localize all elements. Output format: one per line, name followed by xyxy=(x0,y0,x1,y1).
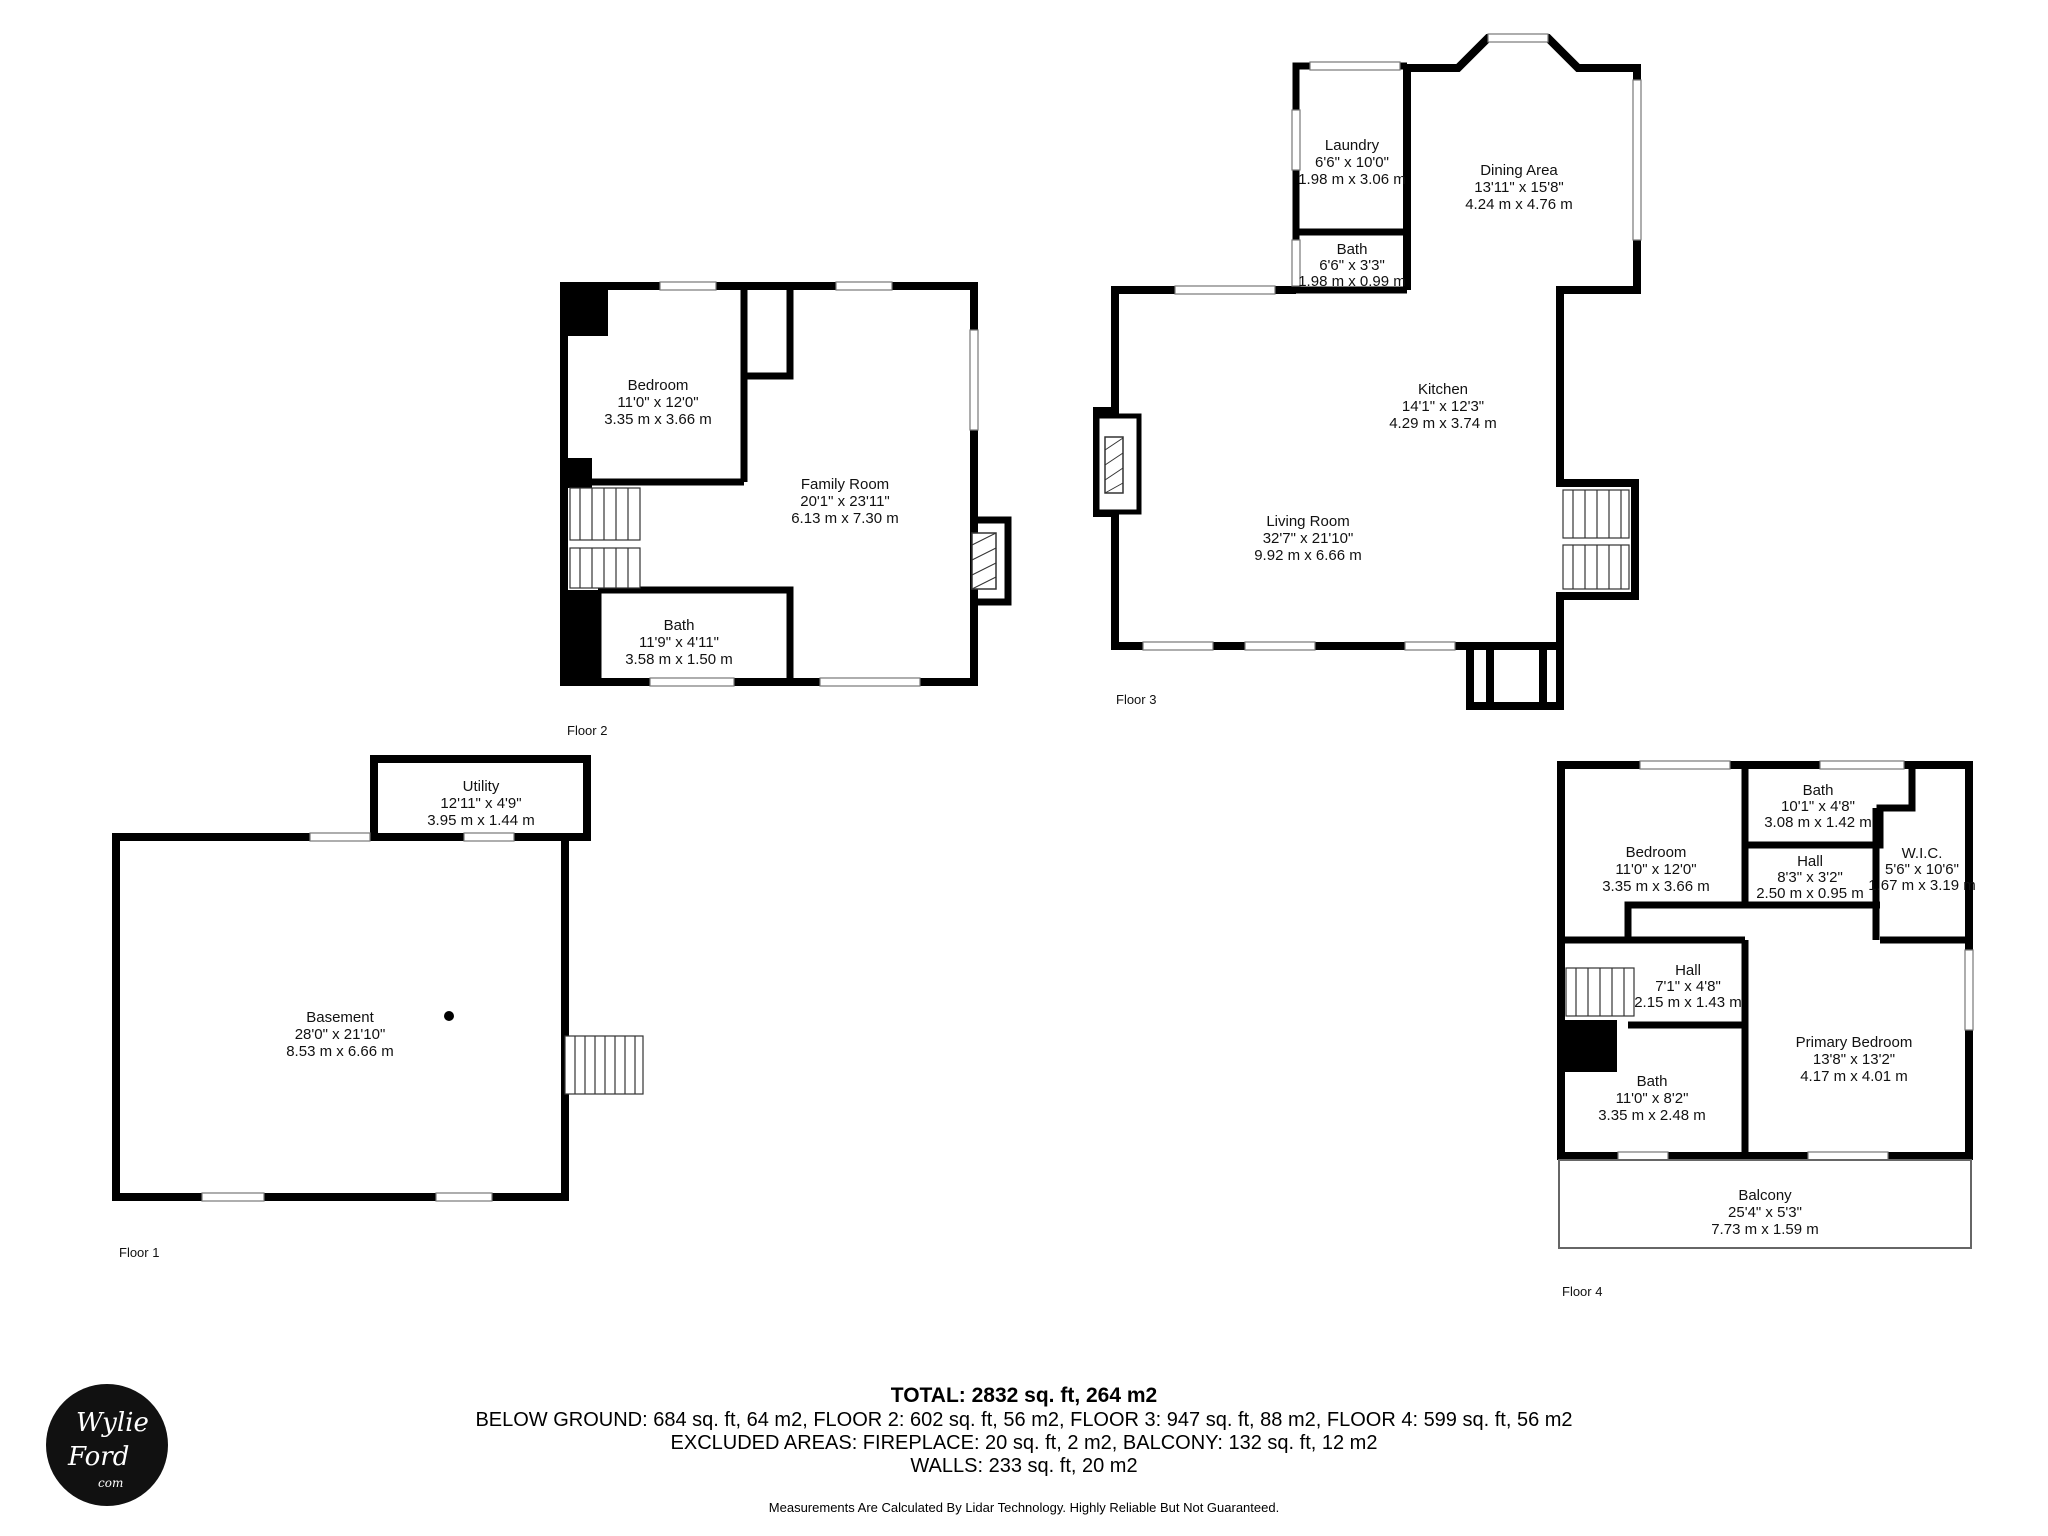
floor-2-label: Floor 2 xyxy=(567,723,607,738)
utility-name: Utility xyxy=(463,778,500,795)
floor-3-bath-metric: 1.98 m x 0.99 m xyxy=(1298,273,1406,290)
floor-4-label: Floor 4 xyxy=(1562,1284,1602,1299)
floor-4: Bath 10'1" x 4'8" 3.08 m x 1.42 m Bedroo… xyxy=(1557,760,1976,1299)
floor-1: Utility 12'11" x 4'9" 3.95 m x 1.44 m Ba… xyxy=(112,755,644,1260)
wic-metric: 1.67 m x 3.19 m xyxy=(1868,877,1976,894)
floor-4-bedroom-metric: 3.35 m x 3.66 m xyxy=(1602,878,1710,895)
floor-3: Laundry 6'6" x 10'0" 1.98 m x 3.06 m Din… xyxy=(1093,33,1642,710)
total-area: TOTAL: 2832 sq. ft, 264 m2 xyxy=(890,1384,1158,1407)
balcony-imperial: 25'4" x 5'3" xyxy=(1728,1204,1802,1221)
dining-area-name: Dining Area xyxy=(1480,162,1558,179)
primary-bedroom-metric: 4.17 m x 4.01 m xyxy=(1800,1068,1908,1085)
floor-3-stairs xyxy=(1562,489,1630,590)
wic-imperial: 5'6" x 10'6" xyxy=(1885,861,1959,878)
kitchen-imperial: 14'1" x 12'3" xyxy=(1402,398,1484,415)
basement-name: Basement xyxy=(306,1009,374,1026)
family-room-metric: 6.13 m x 7.30 m xyxy=(791,510,899,527)
floor-4-bedroom-imperial: 11'0" x 12'0" xyxy=(1615,861,1696,878)
dining-area-metric: 4.24 m x 4.76 m xyxy=(1465,196,1573,213)
area-breakdown-line-3: WALLS: 233 sq. ft, 20 m2 xyxy=(910,1455,1138,1477)
area-breakdown-line-2: EXCLUDED AREAS: FIREPLACE: 20 sq. ft, 2 … xyxy=(670,1432,1378,1454)
utility-imperial: 12'11" x 4'9" xyxy=(440,795,521,812)
floor-2-bedroom-imperial: 11'0" x 12'0" xyxy=(617,394,698,411)
floor-4-lower-bath-name: Bath xyxy=(1637,1073,1668,1090)
primary-bedroom-name: Primary Bedroom xyxy=(1796,1034,1913,1051)
floor-2-stairs xyxy=(569,487,641,589)
balcony-outline xyxy=(1558,1159,1972,1249)
floor-4-hall-lower-imperial: 7'1" x 4'8" xyxy=(1655,978,1721,995)
floor-2-bedroom-metric: 3.35 m x 3.66 m xyxy=(604,411,712,428)
brand-logo: Wylie Ford com xyxy=(46,1384,168,1506)
floor-3-bath-name: Bath xyxy=(1337,241,1368,258)
living-room-imperial: 32'7" x 21'10" xyxy=(1263,530,1354,547)
floor-4-hall-upper-imperial: 8'3" x 3'2" xyxy=(1777,869,1843,886)
floor-drain-marker xyxy=(444,1011,454,1021)
floor-4-lower-bath-imperial: 11'0" x 8'2" xyxy=(1616,1090,1689,1107)
floor-2-bedroom-name: Bedroom xyxy=(628,377,689,394)
basement-imperial: 28'0" x 21'10" xyxy=(295,1026,386,1043)
living-room-walls xyxy=(1093,286,1470,650)
floor-4-upper-bath-imperial: 10'1" x 4'8" xyxy=(1781,798,1855,815)
floor-4-hall-upper-name: Hall xyxy=(1797,853,1823,870)
floor-2-bath-imperial: 11'9" x 4'11" xyxy=(639,634,719,651)
balcony-name: Balcony xyxy=(1738,1187,1792,1204)
logo-text-line3: com xyxy=(98,1476,124,1490)
floor-2-bath-metric: 3.58 m x 1.50 m xyxy=(625,651,733,668)
floor-3-bath-imperial: 6'6" x 3'3" xyxy=(1319,257,1385,274)
logo-text-line2: Ford xyxy=(68,1442,130,1472)
floor-4-hall-lower-name: Hall xyxy=(1675,962,1701,979)
floor-4-hall-lower-metric: 2.15 m x 1.43 m xyxy=(1634,994,1742,1011)
dining-area-walls xyxy=(1403,34,1641,710)
measurement-disclaimer: Measurements Are Calculated By Lidar Tec… xyxy=(768,1500,1280,1515)
floor-4-lower-bath-metric: 3.35 m x 2.48 m xyxy=(1598,1107,1706,1124)
family-room-name: Family Room xyxy=(801,476,889,493)
floor-2-bath-name: Bath xyxy=(664,617,695,634)
laundry-imperial: 6'6" x 10'0" xyxy=(1315,154,1389,171)
primary-bedroom-imperial: 13'8" x 13'2" xyxy=(1813,1051,1895,1068)
logo-text-line1: Wylie xyxy=(76,1408,149,1438)
balcony-metric: 7.73 m x 1.59 m xyxy=(1711,1221,1819,1238)
floor-3-label: Floor 3 xyxy=(1116,692,1156,707)
laundry-metric: 1.98 m x 3.06 m xyxy=(1298,171,1406,188)
kitchen-metric: 4.29 m x 3.74 m xyxy=(1389,415,1497,432)
family-room-imperial: 20'1" x 23'11" xyxy=(800,493,890,510)
floor-4-bedroom-name: Bedroom xyxy=(1626,844,1687,861)
utility-metric: 3.95 m x 1.44 m xyxy=(427,812,535,829)
floor-4-hall-upper-metric: 2.50 m x 0.95 m xyxy=(1756,885,1864,902)
floor-1-label: Floor 1 xyxy=(119,1245,159,1260)
laundry-name: Laundry xyxy=(1325,137,1380,154)
living-room-name: Living Room xyxy=(1266,513,1349,530)
living-room-metric: 9.92 m x 6.66 m xyxy=(1254,547,1362,564)
floor-4-upper-bath-metric: 3.08 m x 1.42 m xyxy=(1764,814,1872,831)
wic-name: W.I.C. xyxy=(1902,845,1943,862)
floor-4-upper-bath-name: Bath xyxy=(1803,782,1834,799)
floor-2: Bedroom 11'0" x 12'0" 3.35 m x 3.66 m Fa… xyxy=(560,281,1012,738)
kitchen-name: Kitchen xyxy=(1418,381,1468,398)
basement-metric: 8.53 m x 6.66 m xyxy=(286,1043,394,1060)
floor-4-stairs xyxy=(1565,967,1635,1017)
basement-stairs xyxy=(564,1035,644,1095)
area-breakdown-line-1: BELOW GROUND: 684 sq. ft, 64 m2, FLOOR 2… xyxy=(475,1409,1573,1431)
dining-area-imperial: 13'11" x 15'8" xyxy=(1474,179,1564,196)
